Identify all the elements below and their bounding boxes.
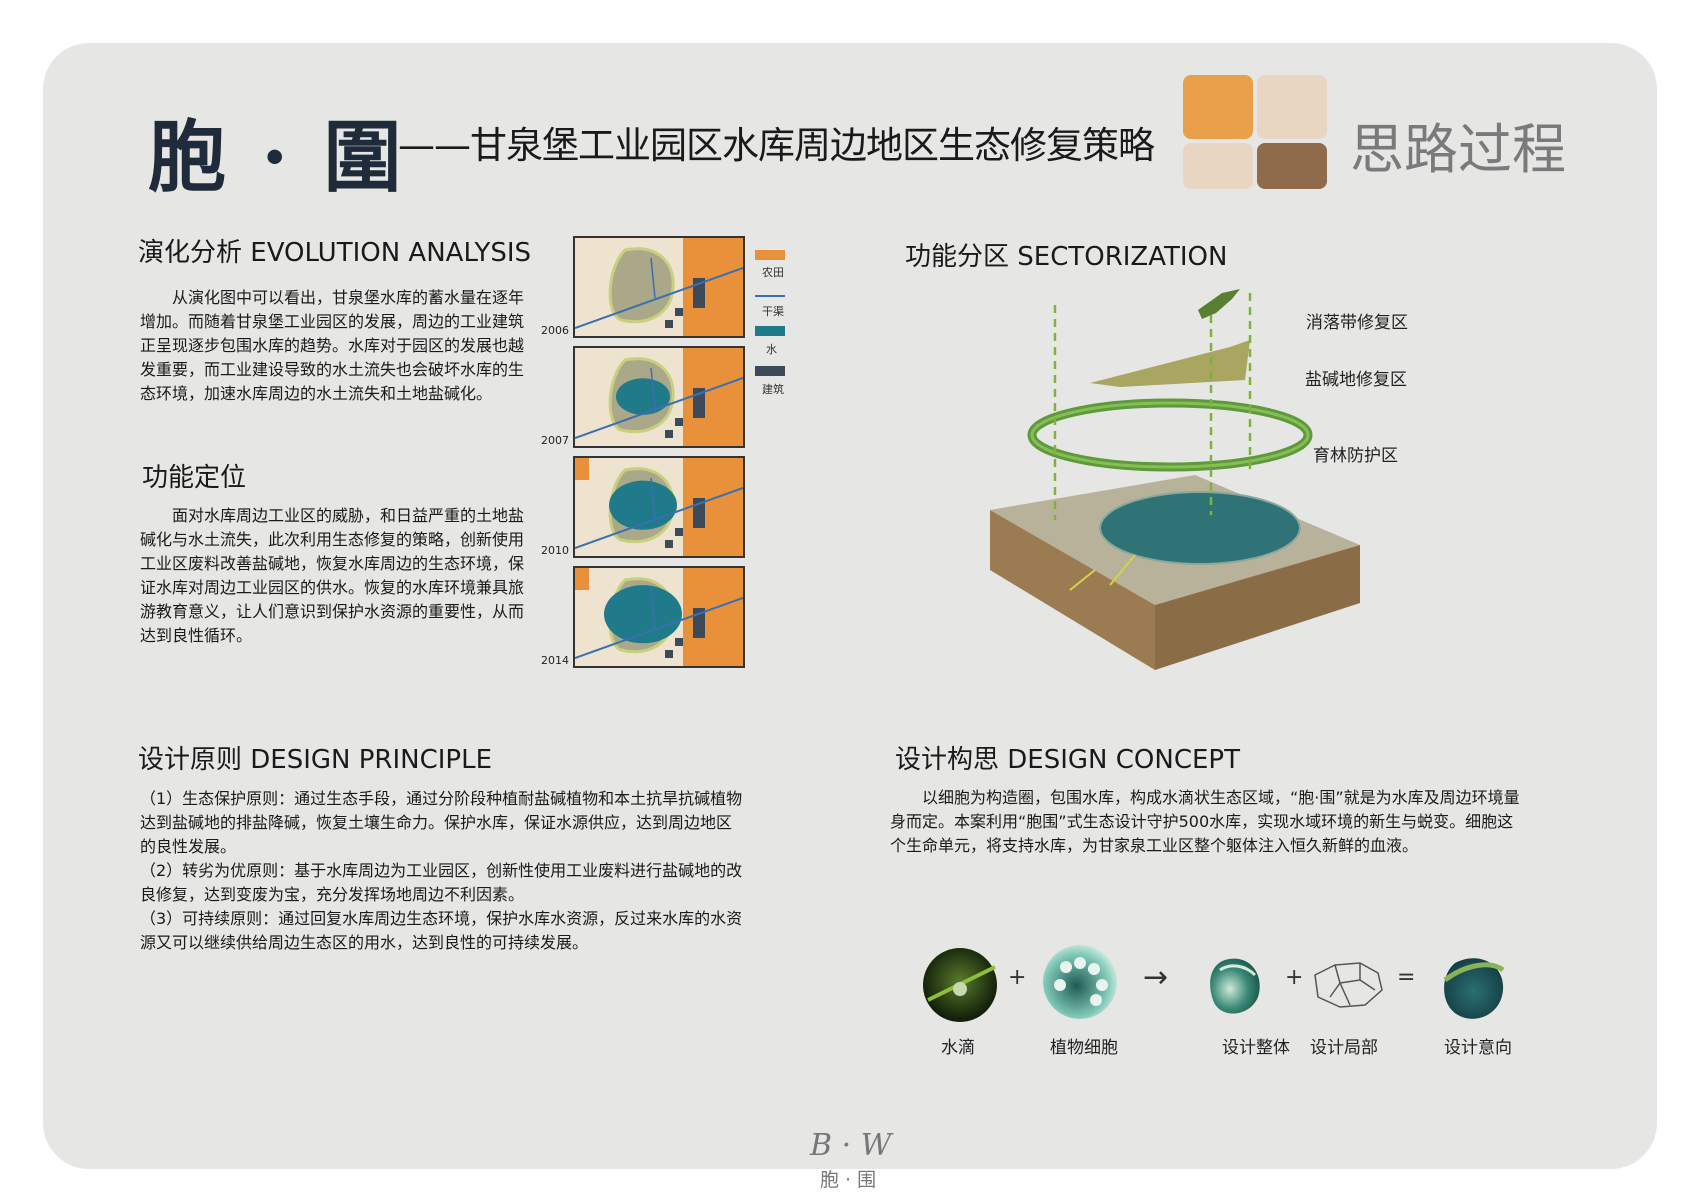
evolution-year-2007: 2007 [541, 434, 569, 447]
legend-label-canal: 干渠 [762, 305, 784, 318]
evolution-year-2006: 2006 [541, 324, 569, 337]
legend-swatch-canal [755, 295, 785, 297]
legend-label-farmland: 农田 [762, 266, 784, 279]
concept-label-water-drop: 水滴 [941, 1038, 975, 1058]
sectorization-heading: 功能分区 SECTORIZATION [905, 242, 1228, 272]
design-part-icon [1314, 962, 1383, 1008]
saline-layer [1090, 340, 1250, 387]
section-tag: 思路过程 [1350, 118, 1566, 181]
principle-item-1: （1）生态保护原则：通过生态手段，通过分阶段种植耐盐碱植物和本土抗旱抗碱植物达到… [140, 789, 743, 856]
terrain-side-left [990, 510, 1155, 670]
function-position-paragraph: 面对水库周边工业区的威胁，和日益严重的土地盐碱化与水土流失，此次利用生态修复的策… [140, 504, 525, 648]
poster-panel [43, 43, 1657, 1169]
design-whole-icon [1210, 958, 1260, 1014]
sectorization-diagram [990, 289, 1360, 670]
operator-plus-2: + [1285, 965, 1304, 990]
evolution-map-2010 [573, 456, 745, 558]
evolution-map-2006 [573, 236, 745, 338]
concept-label-design-part: 设计局部 [1310, 1038, 1378, 1058]
evolution-text: 从演化图中可以看出，甘泉堡水库的蓄水量在逐年增加。而随着甘泉堡工业园区的发展，周… [140, 288, 525, 403]
calligraphy-title: 胞 · 圍 [148, 112, 406, 203]
palette-beige-2 [1183, 143, 1253, 189]
fluctuation-layer [1198, 289, 1240, 319]
reservoir-water [1100, 492, 1300, 564]
design-principle-heading: 设计原则 DESIGN PRINCIPLE [138, 745, 493, 775]
palette-orange [1183, 75, 1253, 139]
palette-brown [1257, 143, 1327, 189]
terrain-side-right [1155, 545, 1360, 670]
evolution-year-2014: 2014 [541, 654, 569, 667]
zone-label-fluctuation: 消落带修复区 [1306, 313, 1408, 333]
design-principle-list: （1）生态保护原则：通过生态手段，通过分阶段种植耐盐碱植物和本土抗旱抗碱植物达到… [140, 787, 745, 955]
design-concept-paragraph: 以细胞为构造圈，包围水库，构成水滴状生态区域，“胞·围”就是为水库及周边环境量身… [890, 786, 1520, 858]
concept-label-design-intent: 设计意向 [1444, 1038, 1512, 1058]
concept-icons [923, 945, 1505, 1022]
zone-label-forest: 育林防护区 [1313, 446, 1398, 466]
palette-beige-1 [1257, 75, 1327, 139]
design-concept-heading: 设计构思 DESIGN CONCEPT [895, 745, 1240, 775]
evolution-map-2007 [573, 346, 745, 448]
legend-label-water: 水 [766, 343, 777, 356]
design-concept-text: 以细胞为构造圈，包围水库，构成水滴状生态区域，“胞·围”就是为水库及周边环境量身… [890, 788, 1520, 855]
palette-blocks [1183, 75, 1337, 189]
evolution-year-2010: 2010 [541, 544, 569, 557]
legend-label-building: 建筑 [762, 383, 784, 396]
zone-label-saline: 盐碱地修复区 [1305, 370, 1407, 390]
legend-swatch-building [755, 366, 785, 376]
principle-item-3: （3）可持续原则：通过回复水库周边生态环境，保护水库水资源，反过来水库的水资源又… [140, 909, 743, 952]
function-position-text: 面对水库周边工业区的威胁，和日益严重的土地盐碱化与水土流失，此次利用生态修复的策… [140, 506, 525, 645]
footer-caption: 胞 · 围 [820, 1169, 877, 1191]
concept-label-design-whole: 设计整体 [1222, 1038, 1290, 1058]
legend-swatch-water [755, 326, 785, 336]
operator-equals: = [1397, 965, 1416, 990]
evolution-paragraph: 从演化图中可以看出，甘泉堡水库的蓄水量在逐年增加。而随着甘泉堡工业园区的发展，周… [140, 286, 525, 406]
evolution-heading: 演化分析 EVOLUTION ANALYSIS [138, 238, 532, 268]
function-position-heading: 功能定位 [142, 463, 247, 493]
main-title: ——甘泉堡工业园区水库周边地区生态修复策略 [398, 124, 1155, 167]
concept-label-plant-cell: 植物细胞 [1050, 1038, 1118, 1058]
operator-arrow: → [1143, 960, 1169, 995]
evolution-map-2014 [573, 566, 745, 668]
footer-monogram: B · W [810, 1128, 892, 1163]
legend-swatch-farmland [755, 250, 785, 260]
operator-plus-1: + [1008, 965, 1027, 990]
principle-item-2: （2）转劣为优原则：基于水库周边为工业园区，创新性使用工业废料进行盐碱地的改良修… [140, 861, 743, 904]
